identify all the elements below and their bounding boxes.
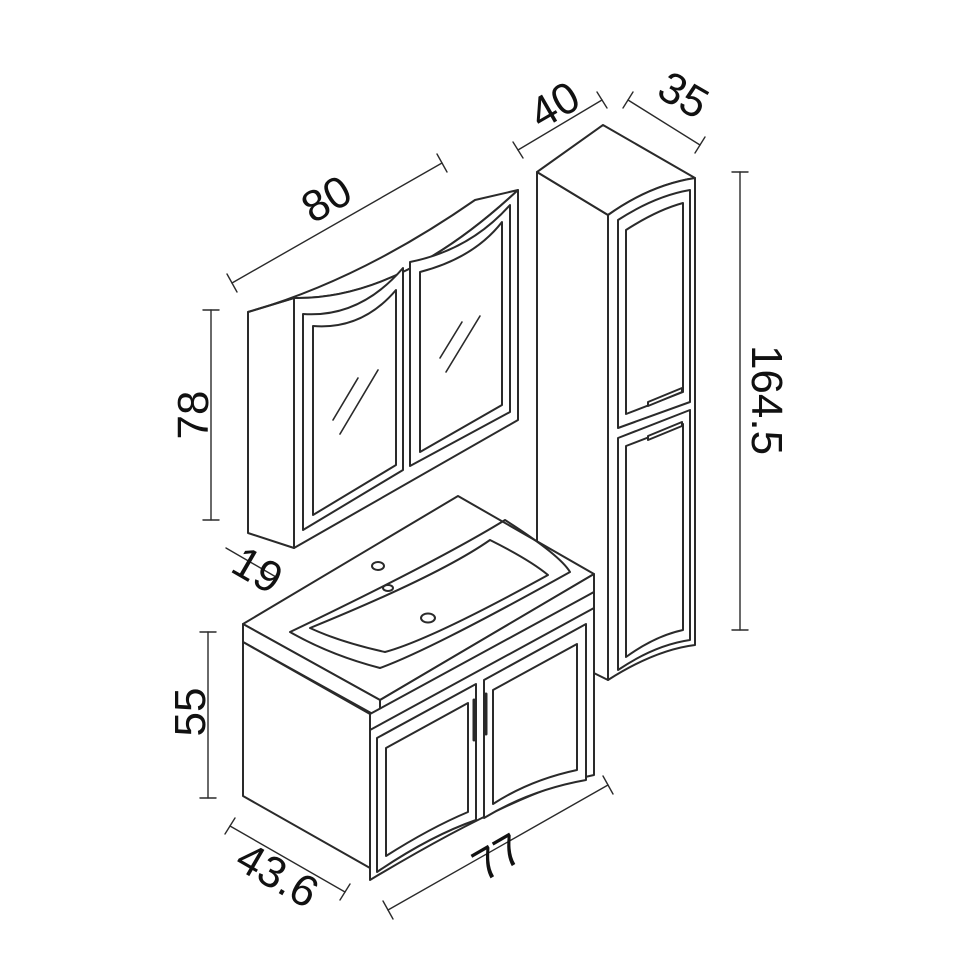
label-vanity-height: 55	[166, 688, 215, 737]
mirror-left-door	[302, 267, 404, 531]
dimension-lines	[199, 91, 749, 920]
tap-hole	[371, 561, 385, 571]
label-mirror-height: 78	[169, 391, 218, 440]
mirror-cabinet	[247, 189, 519, 549]
mirror-cabinet-side	[247, 297, 295, 549]
dimension-line-mirror-width	[231, 162, 443, 284]
label-mirror-depth: 19	[224, 537, 291, 604]
drain-hole	[420, 612, 436, 624]
dimension-line-vanity-depth	[229, 825, 346, 893]
tall-upper-handle	[647, 387, 683, 407]
tall-cabinet	[536, 124, 696, 681]
vanity-right-door	[483, 623, 587, 819]
overflow-hole	[382, 584, 394, 592]
vanity	[242, 495, 595, 881]
tall-upper-door	[617, 189, 691, 429]
label-tall-height: 164.5	[742, 345, 791, 455]
mirror-right-door	[409, 204, 511, 467]
dimension-line-tall-depth	[627, 99, 701, 146]
vanity-left-door-inset	[385, 702, 469, 857]
dimension-line-mirror-depth	[225, 547, 277, 578]
tall-lower-door-inset	[625, 423, 684, 658]
vanity-left-door	[376, 683, 477, 873]
tall-lower-handle	[647, 421, 683, 441]
label-tall-width: 40	[521, 72, 588, 139]
dimension-line-tall-width	[517, 99, 603, 151]
label-mirror-width: 80	[293, 166, 360, 233]
label-vanity-depth: 43.6	[228, 833, 327, 918]
mirror-left-door-inset	[312, 289, 397, 516]
dimension-line-vanity-width	[387, 784, 609, 911]
basin-rim	[289, 519, 571, 669]
mirror-reflection-marks	[332, 315, 481, 435]
vanity-top-rail	[369, 607, 595, 731]
mirror-right-door-inset	[419, 221, 503, 453]
vanity-right-door-inset	[492, 643, 578, 805]
tall-upper-door-inset	[625, 202, 684, 415]
label-tall-depth: 35	[650, 62, 717, 129]
tall-lower-door	[617, 409, 691, 671]
basin-bowl	[309, 539, 549, 653]
